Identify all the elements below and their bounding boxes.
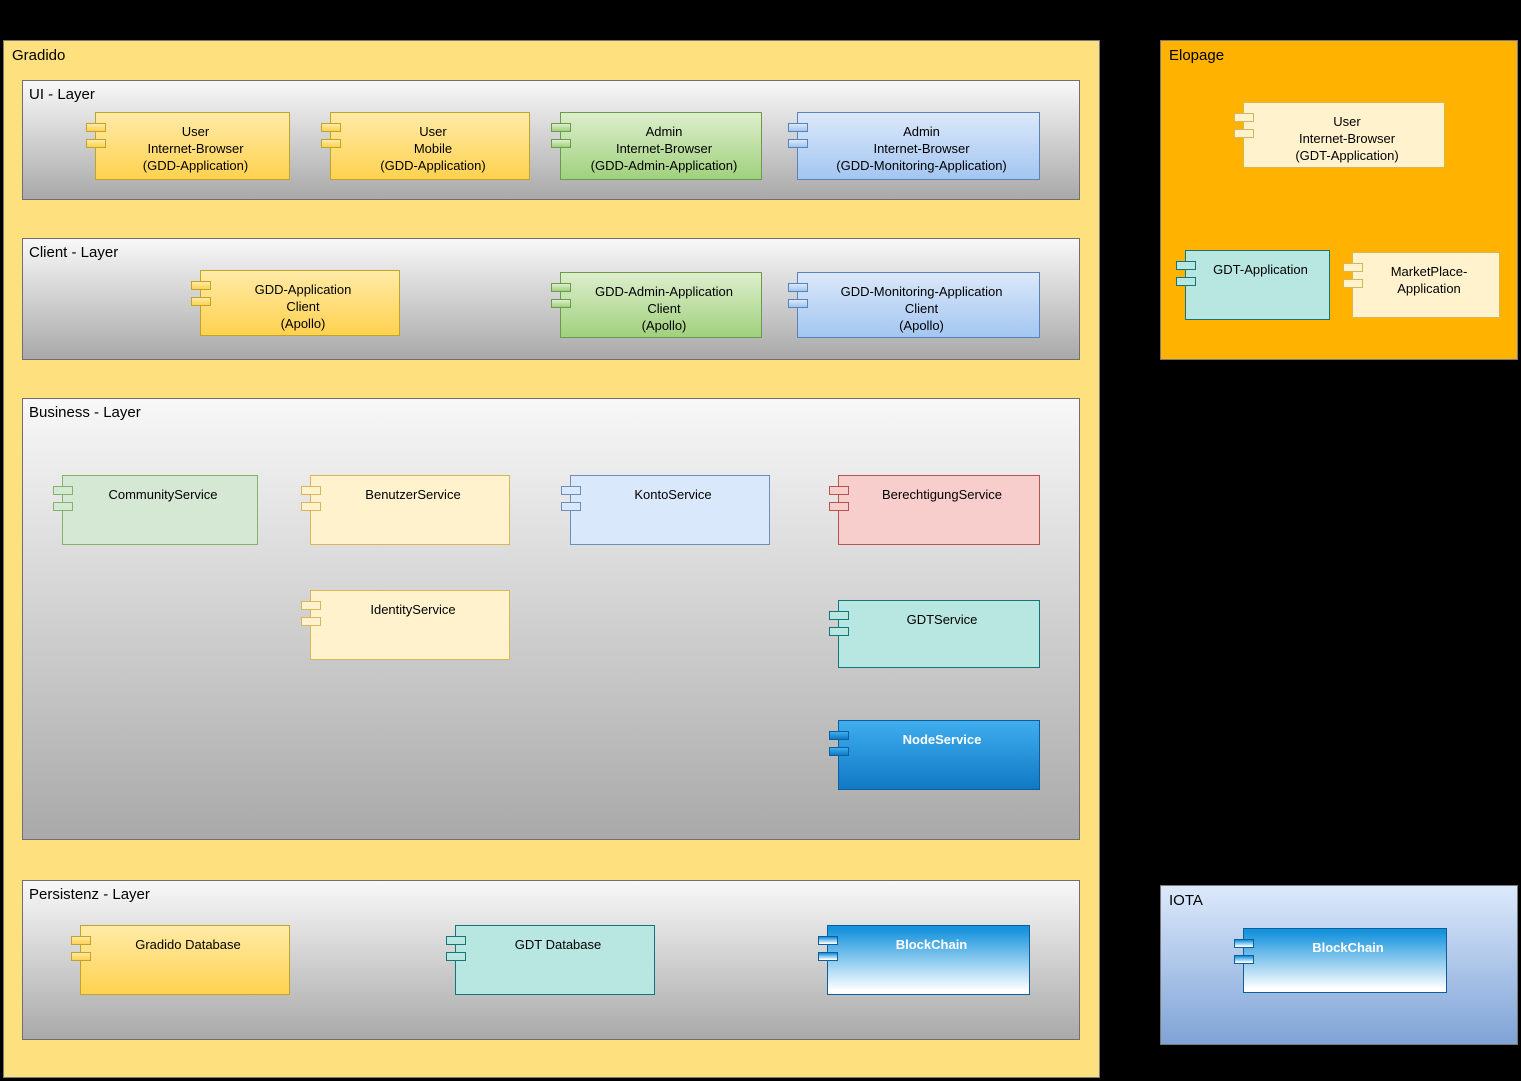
component-label: User Internet-Browser (GDT-Application) (1295, 114, 1399, 163)
component-gdtservice[interactable]: GDTService (829, 600, 1040, 668)
component-label: MarketPlace- Application (1390, 264, 1468, 296)
component-admin-internet-browser-gdd-monitoring[interactable]: Admin Internet-Browser (GDD-Monitoring-A… (788, 112, 1040, 180)
uml-component-icon (1234, 113, 1254, 122)
component-label: IdentityService (370, 602, 456, 617)
component-label: User Mobile (GDD-Application) (380, 124, 486, 173)
uml-component-icon (301, 601, 321, 610)
component-marketplace-application[interactable]: MarketPlace- Application (1343, 252, 1500, 318)
component-label: GDD-Monitoring-Application Client (Apoll… (840, 284, 1003, 333)
uml-component-icon (1234, 129, 1254, 138)
uml-component-icon (301, 617, 321, 626)
component-label: GDD-Admin-Application Client (Apollo) (595, 284, 733, 333)
layer-business-label: Business - Layer (29, 404, 141, 421)
uml-component-icon (86, 139, 106, 148)
component-label: KontoService (634, 487, 712, 502)
uml-component-icon (191, 297, 211, 306)
component-label: GDTService (906, 612, 978, 627)
component-identityservice[interactable]: IdentityService (301, 590, 510, 660)
component-label: BerechtigungService (882, 487, 1002, 502)
uml-component-icon (301, 486, 321, 495)
uml-component-icon (561, 502, 581, 511)
uml-component-icon (829, 627, 849, 636)
uml-component-icon (788, 139, 808, 148)
uml-component-icon (829, 502, 849, 511)
uml-component-icon (321, 139, 341, 148)
component-label: CommunityService (108, 487, 218, 502)
uml-component-icon (829, 747, 849, 756)
component-user-internet-browser-gdd[interactable]: User Internet-Browser (GDD-Application) (86, 112, 290, 180)
layer-ui-label: UI - Layer (29, 86, 95, 103)
container-iota-label: IOTA (1169, 892, 1203, 909)
component-user-mobile-gdd[interactable]: User Mobile (GDD-Application) (321, 112, 530, 180)
uml-component-icon (1176, 277, 1196, 286)
uml-component-icon (818, 936, 838, 945)
uml-component-icon (829, 731, 849, 740)
uml-component-icon (829, 486, 849, 495)
component-blockchain[interactable]: BlockChain (818, 925, 1030, 995)
uml-component-icon (53, 502, 73, 511)
component-berechtigungservice[interactable]: BerechtigungService (829, 475, 1040, 545)
uml-component-icon (1234, 939, 1254, 948)
component-nodeservice[interactable]: NodeService (829, 720, 1040, 790)
component-communityservice[interactable]: CommunityService (53, 475, 258, 545)
component-label: BenutzerService (365, 487, 461, 502)
uml-component-icon (1343, 263, 1363, 272)
uml-component-icon (561, 486, 581, 495)
component-label: BlockChain (895, 937, 968, 952)
component-gdd-monitoring-application-client[interactable]: GDD-Monitoring-Application Client (Apoll… (788, 272, 1040, 338)
uml-component-icon (71, 936, 91, 945)
uml-component-icon (301, 502, 321, 511)
uml-component-icon (191, 281, 211, 290)
component-gdt-database[interactable]: GDT Database (446, 925, 655, 995)
component-gradido-database[interactable]: Gradido Database (71, 925, 290, 995)
uml-component-icon (446, 952, 466, 961)
component-gdt-application[interactable]: GDT-Application (1176, 250, 1330, 320)
uml-component-icon (788, 299, 808, 308)
component-benutzerservice[interactable]: BenutzerService (301, 475, 510, 545)
component-label: User Internet-Browser (GDD-Application) (142, 124, 249, 173)
container-elopage-label: Elopage (1169, 47, 1225, 64)
component-iota-blockchain[interactable]: BlockChain (1234, 928, 1447, 993)
component-label: NodeService (902, 732, 982, 747)
uml-component-icon (551, 123, 571, 132)
component-user-internet-browser-gdt[interactable]: User Internet-Browser (GDT-Application) (1234, 102, 1445, 168)
layer-persistenz-label: Persistenz - Layer (29, 886, 150, 903)
uml-component-icon (818, 952, 838, 961)
component-label: BlockChain (1312, 940, 1384, 955)
uml-component-icon (1176, 261, 1196, 270)
component-label: GDT-Application (1213, 262, 1308, 277)
component-kontoservice[interactable]: KontoService (561, 475, 770, 545)
uml-component-icon (551, 139, 571, 148)
uml-component-icon (1343, 279, 1363, 288)
uml-component-icon (788, 123, 808, 132)
uml-component-icon (446, 936, 466, 945)
component-label: Admin Internet-Browser (GDD-Monitoring-A… (836, 124, 1007, 173)
uml-component-icon (53, 486, 73, 495)
uml-component-icon (551, 283, 571, 292)
uml-component-icon (1234, 955, 1254, 964)
container-gradido-label: Gradido (12, 47, 66, 64)
uml-component-icon (829, 611, 849, 620)
uml-component-icon (71, 952, 91, 961)
component-admin-internet-browser-gdd-admin[interactable]: Admin Internet-Browser (GDD-Admin-Applic… (551, 112, 762, 180)
layer-client-label: Client - Layer (29, 244, 119, 261)
component-label: Gradido Database (135, 937, 241, 952)
component-gdd-application-client[interactable]: GDD-Application Client (Apollo) (191, 270, 400, 336)
component-label: GDD-Application Client (Apollo) (254, 282, 352, 331)
uml-component-icon (788, 283, 808, 292)
component-gdd-admin-application-client[interactable]: GDD-Admin-Application Client (Apollo) (551, 272, 762, 338)
uml-component-icon (86, 123, 106, 132)
component-label: Admin Internet-Browser (GDD-Admin-Applic… (590, 124, 738, 173)
uml-component-icon (551, 299, 571, 308)
uml-component-icon (321, 123, 341, 132)
component-label: GDT Database (514, 937, 602, 952)
